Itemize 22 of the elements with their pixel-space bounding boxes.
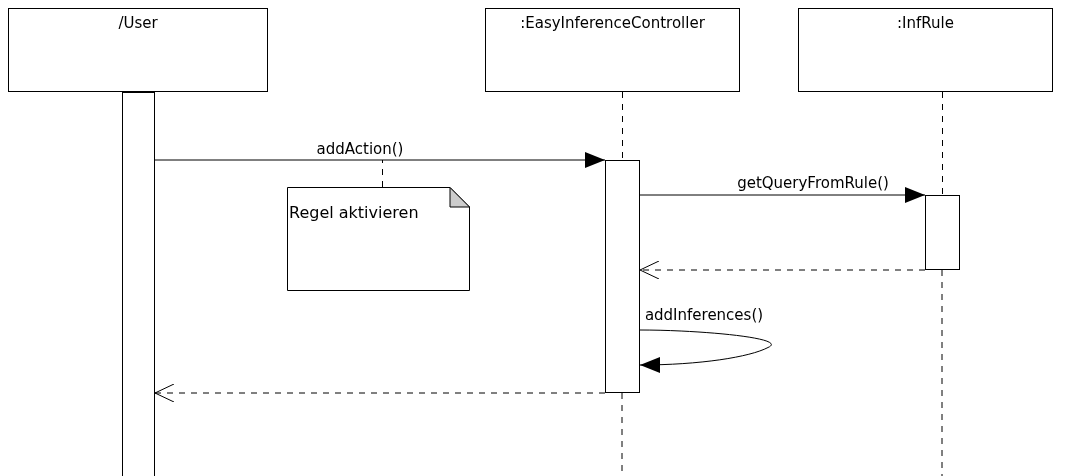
note (287, 187, 470, 291)
note-text: Regel aktivieren (289, 203, 419, 223)
object-name: :InfRule (897, 14, 954, 32)
return-arrow (639, 260, 926, 280)
message-label: addAction() (316, 140, 404, 158)
activation-bar (605, 160, 640, 393)
return-arrow (154, 383, 606, 403)
lifeline-head (485, 8, 740, 92)
lifeline (942, 91, 943, 196)
object-name: /User (118, 14, 158, 32)
lifeline (622, 91, 623, 161)
activation-bar (122, 92, 155, 476)
message-label: getQueryFromRule() (737, 174, 889, 192)
message-arrow (154, 152, 606, 168)
lifeline-head (798, 8, 1053, 92)
lifeline-head (8, 8, 268, 92)
activation-bar (925, 195, 960, 270)
message-arrow (639, 187, 926, 203)
message-arrow (639, 329, 772, 373)
leader-line (382, 159, 383, 188)
message-label: addInferences() (644, 306, 764, 324)
object-name: :EasyInferenceController (520, 14, 705, 32)
